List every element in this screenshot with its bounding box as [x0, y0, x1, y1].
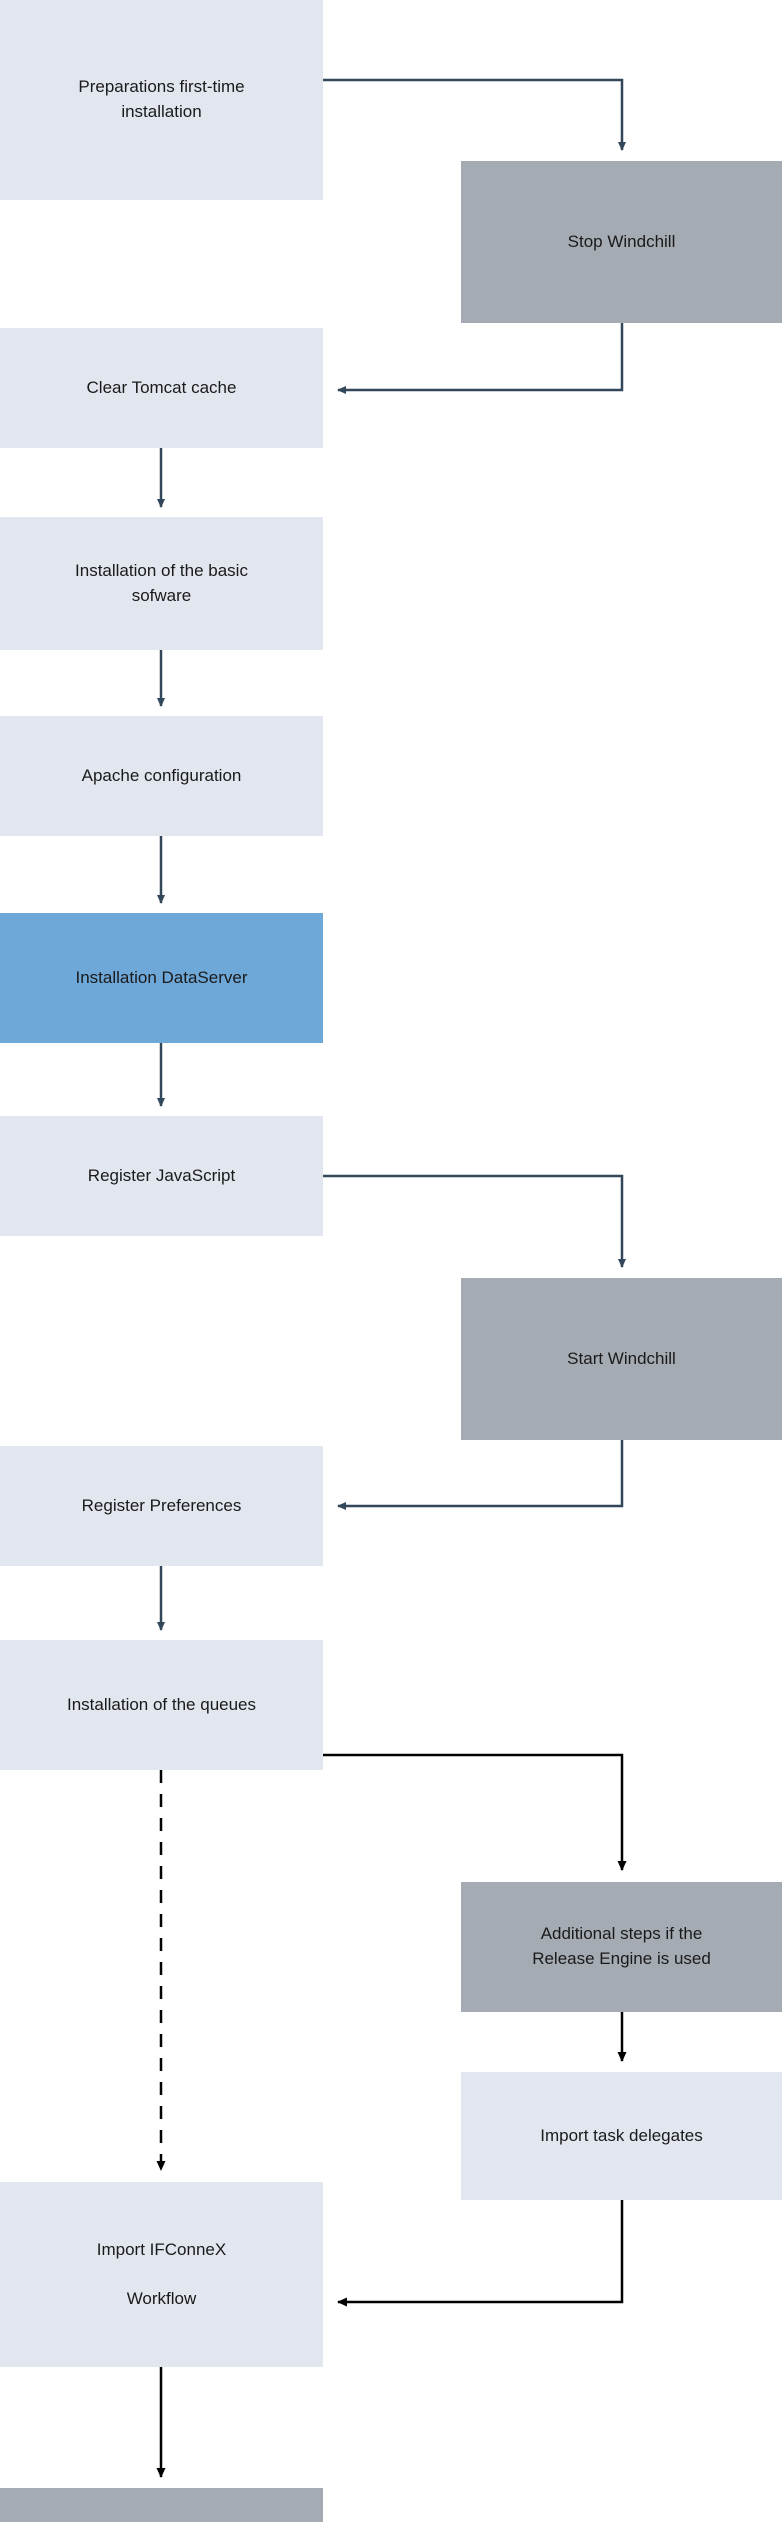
node-label: Installation of the basic sofware: [75, 560, 248, 605]
edge-taskdel-to-ifconnex: [337, 2200, 624, 2307]
node-label: Register Preferences: [81, 1495, 242, 1515]
node-label: Apache configuration: [81, 765, 242, 785]
node-restart-windchill[interactable]: Restart Windchill: [0, 2488, 323, 2522]
node-start-windchill[interactable]: Start Windchill: [461, 1278, 782, 1440]
node-label: Register JavaScript: [87, 1165, 236, 1185]
node-label: Start Windchill: [567, 1348, 676, 1368]
node-label: Stop Windchill: [567, 231, 676, 251]
node-label: Import task delegates: [540, 2125, 703, 2145]
edge-stop-to-tomcat: [337, 323, 624, 394]
node-import-ifconnex-workflow[interactable]: Import IFConneX Workflow: [0, 2182, 323, 2367]
node-label: Installation DataServer: [75, 967, 248, 987]
node-label: Installation of the queues: [66, 1694, 257, 1714]
edge-javascript-to-start: [323, 1174, 626, 1268]
node-label: Additional steps if the Release Engine i…: [532, 1924, 711, 1968]
node-label: Clear Tomcat cache: [86, 377, 237, 397]
node-installation-dataserver[interactable]: Installation DataServer: [0, 913, 323, 1043]
node-installation-of-the-queues[interactable]: Installation of the queues: [0, 1640, 323, 1770]
node-preparations-first-time-installation[interactable]: Preparations first-time installation: [0, 0, 323, 200]
node-register-javascript[interactable]: Register JavaScript: [0, 1116, 323, 1236]
node-additional-steps-release-engine[interactable]: Additional steps if the Release Engine i…: [461, 1882, 782, 2012]
node-import-task-delegates[interactable]: Import task delegates: [461, 2072, 782, 2200]
node-installation-basic-software[interactable]: Installation of the basic sofware: [0, 517, 323, 650]
node-label: Preparations first-time installation: [78, 77, 245, 121]
edge-prep-to-stop: [323, 78, 626, 151]
edge-queues-to-relengine: [323, 1753, 627, 1871]
node-label: Import IFConneX Workflow: [96, 2239, 227, 2308]
node-clear-tomcat-cache[interactable]: Clear Tomcat cache: [0, 328, 323, 448]
edge-start-to-preferences: [337, 1440, 624, 1510]
node-apache-configuration[interactable]: Apache configuration: [0, 716, 323, 836]
node-stop-windchill[interactable]: Stop Windchill: [461, 161, 782, 323]
node-register-preferences[interactable]: Register Preferences: [0, 1446, 323, 1566]
